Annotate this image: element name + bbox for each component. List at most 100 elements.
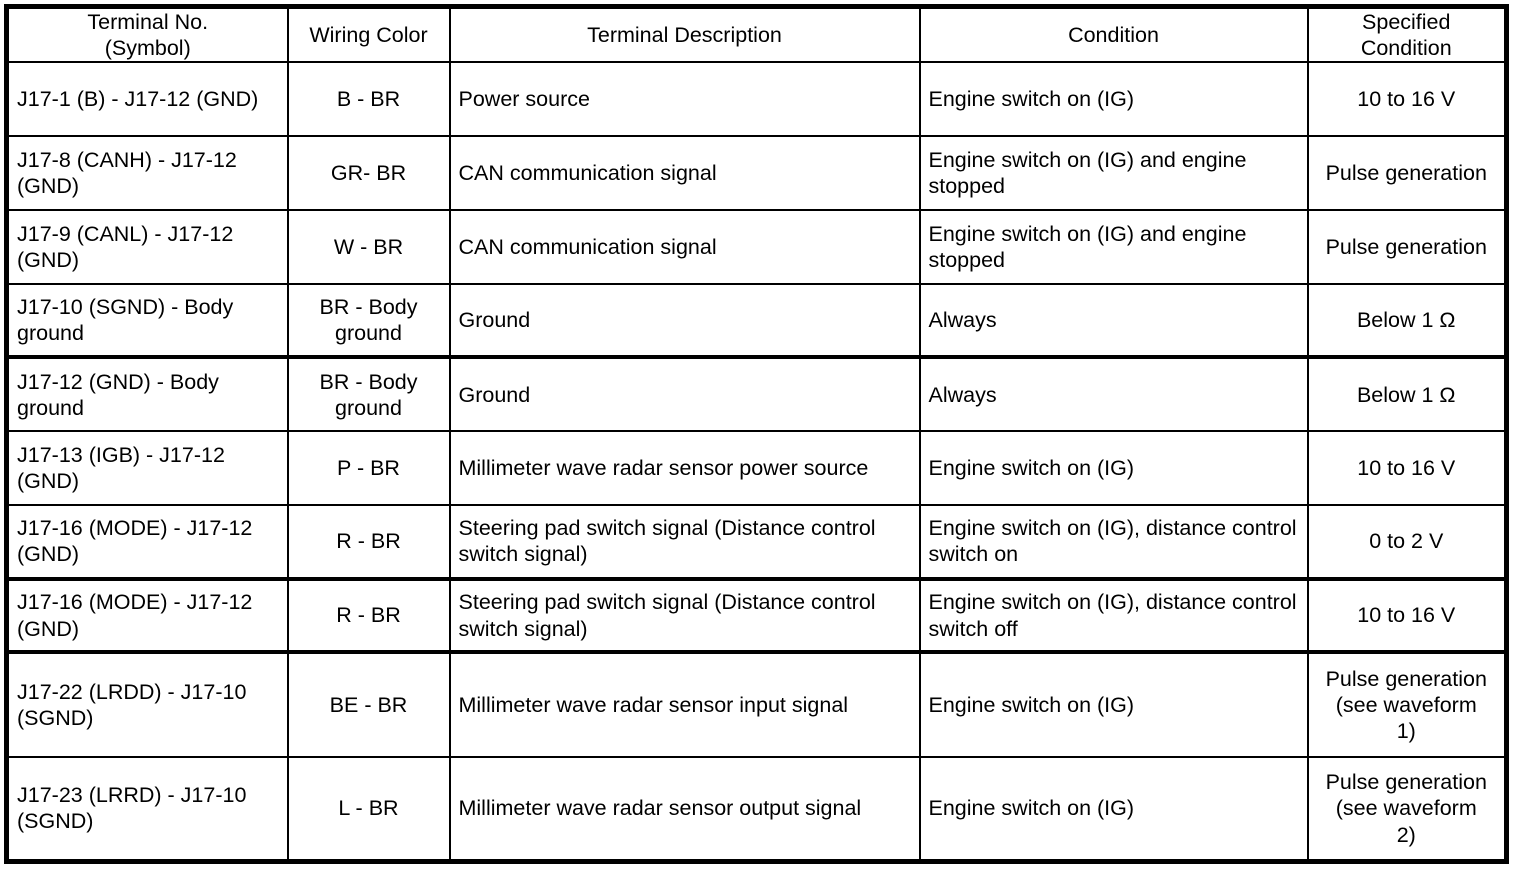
table-row: J17-9 (CANL) - J17-12 (GND) W - BR CAN com… [5,208,1508,285]
specified-condition-line: Pulse generation [1325,770,1487,795]
specified-condition-line: Pulse generation [1325,666,1487,691]
terminal-inspection-table: Terminal No. (Symbol) Wiring Color Termi… [4,4,1509,864]
cell-specified-condition: Below 1 Ω [1306,355,1508,433]
cell-wiring-color: GR- BR [286,135,451,211]
cell-wiring-color: BE - BR [286,650,451,758]
cell-condition: Always [918,282,1309,359]
cell-terminal-description: Ground [448,282,921,359]
cell-specified-condition: 0 to 2 V [1306,503,1508,580]
table-row: J17-13 (IGB) - J17-12 (GND) P - BR Millime… [5,430,1508,506]
cell-specified-condition: 10 to 16 V [1306,430,1508,506]
cell-specified-condition: Below 1 Ω [1306,282,1508,359]
cell-terminal-description: Millimeter wave radar sensor output sign… [448,755,921,863]
cell-terminal-no: J17-16 (MODE) - J17-12 (GND) [5,576,289,654]
cell-specified-condition: 10 to 16 V [1306,576,1508,654]
wiring-color-line: GR- BR [330,160,407,185]
wiring-color-line: BR - Body [319,294,418,319]
cell-terminal-description: Steering pad switch signal (Distance con… [448,503,921,580]
wiring-color-line: BE - BR [329,693,408,718]
wiring-color-line: P - BR [337,455,400,480]
cell-terminal-description: CAN communication signal [448,208,921,285]
cell-condition: Engine switch on (IG) [918,755,1309,863]
header-row: Terminal No. (Symbol) Wiring Color Termi… [5,5,1508,64]
column-header-wiring-color: Wiring Color [286,5,451,64]
cell-condition: Engine switch on (IG) [918,430,1309,506]
cell-terminal-no: J17-16 (MODE) - J17-12 (GND) [5,503,289,580]
cell-terminal-description: CAN communication signal [448,135,921,211]
specified-condition-line: 0 to 2 V [1369,529,1444,554]
wiring-color-line: L - BR [338,796,399,821]
specified-condition-line: 1) [1396,719,1416,744]
cell-condition: Engine switch on (IG) [918,650,1309,758]
specified-condition-line: 10 to 16 V [1357,455,1456,480]
specified-condition-line: Below 1 Ω [1356,307,1456,332]
wiring-color-line: ground [335,395,402,420]
cell-wiring-color: R - BR [286,503,451,580]
table-row: J17-8 (CANH) - J17-12 (GND) GR- BR CAN com… [5,135,1508,211]
cell-specified-condition: 10 to 16 V [1306,61,1508,138]
column-header-terminal-no: Terminal No. (Symbol) [5,5,289,64]
wiring-color-line: R - BR [336,603,401,628]
header-line: Terminal No. [87,10,209,34]
cell-specified-condition: Pulse generation [1306,208,1508,285]
table-row: J17-16 (MODE) - J17-12 (GND) R - BR Steeri… [5,503,1508,580]
specified-condition-line: Pulse generation [1325,234,1487,259]
cell-terminal-description: Millimeter wave radar sensor input signa… [448,650,921,758]
header-line: Specified [1362,10,1451,34]
cell-terminal-description: Millimeter wave radar sensor power sourc… [448,430,921,506]
wiring-color-line: B - BR [336,87,401,112]
specified-condition-line: (see waveform [1335,796,1477,821]
column-header-specified-condition: Specified Condition [1306,5,1508,64]
cell-condition: Always [918,355,1309,433]
wiring-color-line: R - BR [336,529,401,554]
wiring-color-line: BR - Body [319,369,418,394]
cell-terminal-description: Steering pad switch signal (Distance con… [448,576,921,654]
specified-condition-line: 2) [1396,822,1416,847]
cell-condition: Engine switch on (IG) and engine stopped [918,135,1309,211]
specified-condition-line: Pulse generation [1325,160,1487,185]
terminal-table-container: Terminal No. (Symbol) Wiring Color Termi… [4,4,1509,864]
specified-condition-line: 10 to 16 V [1357,603,1456,628]
column-header-terminal-description: Terminal Description [448,5,921,64]
cell-terminal-description: Power source [448,61,921,138]
cell-terminal-no: J17-13 (IGB) - J17-12 (GND) [5,430,289,506]
cell-terminal-no: J17-12 (GND) - Body ground [5,355,289,433]
table-row: J17-16 (MODE) - J17-12 (GND) R - BR Steeri… [5,576,1508,654]
cell-wiring-color: R - BR [286,576,451,654]
cell-terminal-no: J17-9 (CANL) - J17-12 (GND) [5,208,289,285]
cell-wiring-color: L - BR [286,755,451,863]
cell-terminal-no: J17-8 (CANH) - J17-12 (GND) [5,135,289,211]
specified-condition-line: (see waveform [1335,693,1477,718]
cell-condition: Engine switch on (IG), distance control … [918,503,1309,580]
cell-condition: Engine switch on (IG) [918,61,1309,138]
table-row: J17-23 (LRRD) - J17-10 (SGND) L - BR Milli… [5,755,1508,863]
cell-condition: Engine switch on (IG) and engine stopped [918,208,1309,285]
header-line: Wiring Color [309,23,428,48]
cell-terminal-no: J17-23 (LRRD) - J17-10 (SGND) [5,755,289,863]
table-body: J17-1 (B) - J17-12 (GND) B - BR Power sour… [5,61,1508,863]
column-header-condition: Condition [918,5,1309,64]
table-header: Terminal No. (Symbol) Wiring Color Termi… [5,5,1508,64]
cell-wiring-color: P - BR [286,430,451,506]
specified-condition-line: 10 to 16 V [1357,87,1456,112]
header-line: (Symbol) [104,36,191,61]
wiring-color-line: W - BR [333,234,404,259]
table-row: J17-1 (B) - J17-12 (GND) B - BR Power sour… [5,61,1508,138]
table-row: J17-22 (LRDD) - J17-10 (SGND) BE - BR Mill… [5,650,1508,758]
cell-specified-condition: Pulse generation [1306,135,1508,211]
header-line: Condition [1068,23,1159,48]
specified-condition-line: Below 1 Ω [1356,382,1456,407]
header-line: Condition [1360,36,1452,61]
cell-terminal-no: J17-1 (B) - J17-12 (GND) [5,61,289,138]
cell-wiring-color: B - BR [286,61,451,138]
cell-terminal-no: J17-22 (LRDD) - J17-10 (SGND) [5,650,289,758]
cell-terminal-description: Ground [448,355,921,433]
cell-terminal-no: J17-10 (SGND) - Body ground [5,282,289,359]
wiring-color-line: ground [335,321,402,346]
